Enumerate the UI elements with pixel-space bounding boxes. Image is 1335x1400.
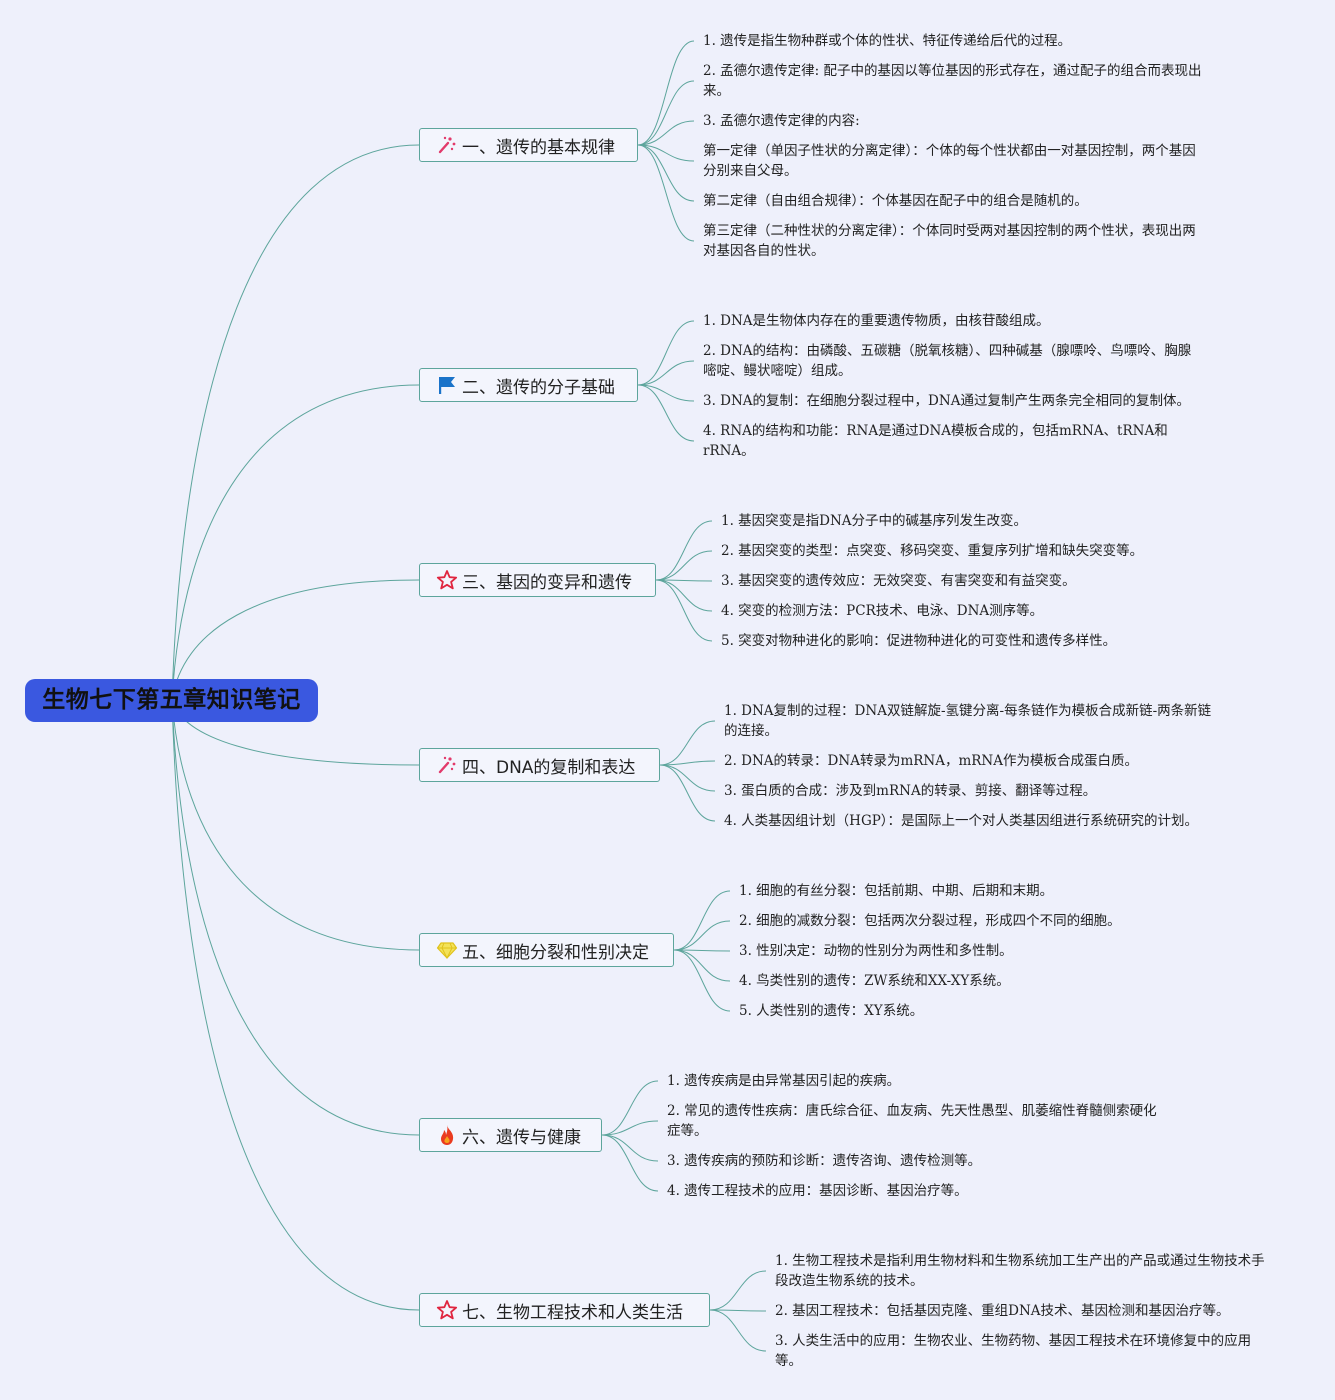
- leaf-connector-5-5: [673, 949, 731, 1012]
- leaf-3-5: 5. 突变对物种进化的影响：促进物种进化的可变性和遗传多样性。: [721, 633, 1117, 649]
- leaf-connector-5-1: [673, 890, 731, 951]
- root-connector-3: [171, 579, 420, 701]
- leaf-3-3: 3. 基因突变的遗传效应：无效突变、有害突变和有益突变。: [721, 573, 1076, 589]
- leaf-5-5: 5. 人类性别的遗传：XY系统。: [739, 1003, 924, 1019]
- leaf-connector-4-4: [659, 764, 716, 822]
- root-connector-2: [171, 384, 420, 701]
- leaf-6-1: 1. 遗传疾病是由异常基因引起的疾病。: [667, 1073, 901, 1089]
- leaf-4-2: 2. DNA的转录：DNA转录为mRNA，mRNA作为模板合成蛋白质。: [724, 753, 1138, 769]
- sparkle-icon: [434, 133, 460, 157]
- leaf-7-3: 3. 人类生活中的应用：生物农业、生物药物、基因工程技术在环境修复中的应用等。: [775, 1333, 1252, 1369]
- branch-title: 一、遗传的基本规律: [462, 137, 615, 158]
- leaf-connector-1-4: [637, 144, 695, 162]
- leaf-1-4: 第一定律（单因子性状的分离定律）：个体的每个性状都由一对基因控制，两个基因分别来…: [703, 143, 1196, 179]
- leaf-4-3: 3. 蛋白质的合成：涉及到mRNA的转录、剪接、翻译等过程。: [724, 783, 1097, 799]
- leaf-3-1: 1. 基因突变是指DNA分子中的碱基序列发生改变。: [721, 513, 1028, 529]
- leaf-connector-3-4: [655, 579, 713, 612]
- leaf-1-1: 1. 遗传是指生物种群或个体的性状、特征传递给后代的过程。: [703, 33, 1072, 49]
- root-connector-5: [171, 699, 420, 951]
- branch-title: 三、基因的变异和遗传: [462, 572, 632, 593]
- leaf-connector-3-1: [655, 520, 713, 581]
- leaf-connector-6-3: [601, 1134, 659, 1162]
- leaf-connector-5-3: [673, 949, 731, 952]
- leaf-connector-1-6: [637, 144, 695, 242]
- leaf-2-3: 3. DNA的复制：在细胞分裂过程中，DNA通过复制产生两条完全相同的复制体。: [703, 393, 1190, 409]
- flag-icon: [434, 373, 460, 397]
- leaf-connector-2-4: [637, 384, 695, 442]
- leaf-3-2: 2. 基因突变的类型：点突变、移码突变、重复序列扩增和缺失突变等。: [721, 543, 1144, 559]
- leaf-6-4: 4. 遗传工程技术的应用：基因诊断、基因治疗等。: [667, 1183, 968, 1199]
- leaf-5-2: 2. 细胞的减数分裂：包括两次分裂过程，形成四个不同的细胞。: [739, 913, 1121, 929]
- leaf-connector-3-3: [655, 579, 713, 582]
- leaf-7-2: 2. 基因工程技术：包括基因克隆、重组DNA技术、基因检测和基因治疗等。: [775, 1303, 1230, 1319]
- root-topic[interactable]: 生物七下第五章知识笔记: [25, 679, 318, 722]
- leaf-connector-2-2: [637, 360, 695, 386]
- leaf-6-2: 2. 常见的遗传性疾病：唐氏综合征、血友病、先天性愚型、肌萎缩性脊髓侧索硬化症等…: [667, 1103, 1157, 1139]
- leaf-connector-6-2: [601, 1120, 659, 1136]
- leaf-connector-4-3: [659, 764, 716, 792]
- branch-topic-6[interactable]: 六、遗传与健康: [419, 1118, 602, 1152]
- leaf-connector-4-2: [659, 760, 716, 766]
- branch-topic-1[interactable]: 一、遗传的基本规律: [419, 128, 638, 162]
- leaf-5-1: 1. 细胞的有丝分裂：包括前期、中期、后期和末期。: [739, 883, 1054, 899]
- branch-topic-5[interactable]: 五、细胞分裂和性别决定: [419, 933, 674, 967]
- leaf-5-3: 3. 性别决定：动物的性别分为两性和多性制。: [739, 943, 1013, 959]
- leaf-1-2: 2. 孟德尔遗传定律: 配子中的基因以等位基因的形式存在，通过配子的组合而表现出…: [703, 63, 1202, 99]
- leaf-2-1: 1. DNA是生物体内存在的重要遗传物质，由核苷酸组成。: [703, 313, 1050, 329]
- branch-title: 五、细胞分裂和性别决定: [462, 942, 649, 963]
- leaf-connector-5-4: [673, 949, 731, 982]
- leaf-connector-1-2: [637, 80, 695, 146]
- branch-title: 四、DNA的复制和表达: [462, 757, 636, 778]
- leaf-connector-7-3: [709, 1309, 767, 1352]
- root-connector-1: [171, 144, 420, 701]
- leaf-7-1: 1. 生物工程技术是指利用生物材料和生物系统加工生产出的产品或通过生物技术手段改…: [775, 1253, 1265, 1289]
- leaf-4-4: 4. 人类基因组计划（HGP）：是国际上一个对人类基因组进行系统研究的计划。: [724, 813, 1199, 829]
- leaf-connector-3-5: [655, 579, 713, 642]
- leaf-5-4: 4. 鸟类性别的遗传：ZW系统和XX-XY系统。: [739, 973, 1010, 989]
- branch-topic-2[interactable]: 二、遗传的分子基础: [419, 368, 638, 402]
- leaf-connector-6-4: [601, 1134, 659, 1192]
- leaf-6-3: 3. 遗传疾病的预防和诊断：遗传咨询、遗传检测等。: [667, 1153, 982, 1169]
- leaf-connector-3-2: [655, 550, 713, 581]
- branch-topic-4[interactable]: 四、DNA的复制和表达: [419, 748, 660, 782]
- leaf-1-6: 第三定律（二种性状的分离定律）：个体同时受两对基因控制的两个性状，表现出两对基因…: [703, 223, 1196, 259]
- branch-topic-7[interactable]: 七、生物工程技术和人类生活: [419, 1293, 710, 1327]
- leaf-connector-2-1: [637, 320, 695, 386]
- branch-title: 七、生物工程技术和人类生活: [462, 1302, 683, 1323]
- root-connector-7: [171, 699, 420, 1311]
- star-icon: [434, 1298, 460, 1322]
- diamond-icon: [434, 938, 460, 962]
- leaf-connector-5-2: [673, 920, 731, 951]
- fire-icon: [434, 1123, 460, 1147]
- branch-title: 六、遗传与健康: [462, 1127, 581, 1148]
- branch-title: 二、遗传的分子基础: [462, 377, 615, 398]
- leaf-connector-7-1: [709, 1270, 767, 1311]
- leaf-connector-4-1: [659, 720, 716, 766]
- leaf-connector-1-5: [637, 144, 695, 202]
- root-connector-6: [171, 699, 420, 1136]
- leaf-connector-1-3: [637, 120, 695, 146]
- leaf-2-4: 4. RNA的结构和功能：RNA是通过DNA模板合成的，包括mRNA、tRNA和…: [703, 423, 1168, 459]
- leaf-4-1: 1. DNA复制的过程：DNA双链解旋-氢键分离-每条链作为模板合成新链-两条新…: [724, 703, 1212, 739]
- leaf-connector-1-1: [637, 40, 695, 146]
- leaf-connector-6-1: [601, 1080, 659, 1136]
- leaf-3-4: 4. 突变的检测方法：PCR技术、电泳、DNA测序等。: [721, 603, 1044, 619]
- branch-topic-3[interactable]: 三、基因的变异和遗传: [419, 563, 656, 597]
- leaf-connector-2-3: [637, 384, 695, 402]
- star-icon: [434, 568, 460, 592]
- sparkle-icon: [434, 753, 460, 777]
- leaf-1-5: 第二定律（自由组合规律）：个体基因在配子中的组合是随机的。: [703, 193, 1088, 209]
- leaf-connector-7-2: [709, 1309, 767, 1312]
- leaf-2-2: 2. DNA的结构：由磷酸、五碳糖（脱氧核糖）、四种碱基（腺嘌呤、鸟嘌呤、胸腺嘧…: [703, 343, 1192, 379]
- leaf-1-3: 3. 孟德尔遗传定律的内容:: [703, 113, 860, 129]
